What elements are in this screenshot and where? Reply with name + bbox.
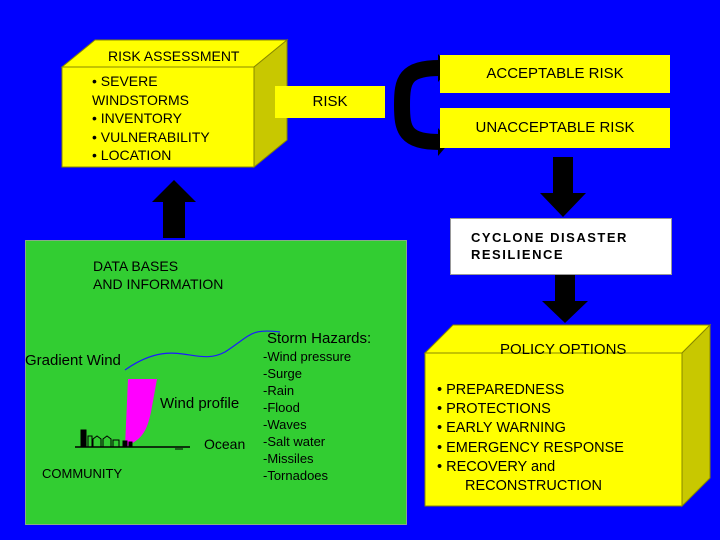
- wind-profile-diagram: [75, 330, 281, 450]
- risk-assessment-list: • SEVERE WINDSTORMS • INVENTORY • VULNER…: [92, 72, 210, 165]
- cyclone-resilience-box: [450, 218, 672, 275]
- community-label: COMMUNITY: [42, 466, 123, 481]
- storm-item: -Wind pressure: [263, 349, 352, 364]
- policy-item: • PROTECTIONS: [437, 401, 551, 418]
- policy-item: • PREPAREDNESS: [437, 382, 565, 398]
- wind-profile-label: Wind profile: [160, 395, 240, 412]
- down-arrow-icon: [542, 275, 588, 323]
- community-buildings-icon: [80, 429, 133, 448]
- gradient-wind-label: Gradient Wind: [25, 352, 121, 369]
- data-bases-title: DATA BASES AND INFORMATION: [93, 257, 223, 293]
- risk-assessment-title: RISK ASSESSMENT: [108, 48, 240, 64]
- policy-options-list: • PREPAREDNESS • PROTECTIONS • EARLY WAR…: [437, 381, 624, 496]
- cdr-line: RESILIENCE: [471, 247, 565, 262]
- cyclone-resilience-text: CYCLONE DISASTER RESILIENCE: [471, 229, 628, 263]
- data-bases-panel: [25, 240, 407, 525]
- storm-item: -Waves: [263, 417, 307, 432]
- policy-item: RECONSTRUCTION: [465, 478, 602, 495]
- ocean-label: Ocean: [204, 436, 246, 452]
- storm-item: -Salt water: [263, 434, 326, 449]
- policy-item: • RECOVERY and: [437, 458, 556, 475]
- storm-hazards-list: -Wind pressure -Surge -Rain -Flood -Wave…: [263, 348, 351, 484]
- ra-item: • INVENTORY: [92, 110, 182, 126]
- storm-item: -Surge: [263, 366, 303, 381]
- ra-item: • VULNERABILITY: [92, 128, 210, 145]
- acceptable-risk-box: ACCEPTABLE RISK: [440, 55, 670, 93]
- ra-item: • LOCATION: [92, 147, 172, 163]
- db-title-line: DATA BASES: [93, 258, 179, 274]
- ra-item: WINDSTORMS: [92, 91, 189, 108]
- storm-item: -Flood: [263, 400, 300, 415]
- policy-options-title: POLICY OPTIONS: [500, 341, 627, 358]
- storm-item: -Tornadoes: [263, 468, 329, 483]
- policy-item: • EARLY WARNING: [437, 420, 566, 437]
- up-arrow-icon: [152, 180, 196, 238]
- risk-box: RISK: [275, 86, 385, 118]
- policy-item: • EMERGENCY RESPONSE: [437, 439, 624, 456]
- storm-item: -Rain: [263, 383, 295, 398]
- unacceptable-risk-box: UNACCEPTABLE RISK: [440, 108, 670, 148]
- storm-item: -Missiles: [263, 451, 314, 466]
- cdr-line: CYCLONE DISASTER: [471, 230, 628, 245]
- down-arrow-icon: [540, 157, 586, 217]
- db-title-line: AND INFORMATION: [93, 276, 224, 292]
- storm-hazards-title: Storm Hazards:: [267, 330, 372, 347]
- ra-item: • SEVERE: [92, 73, 158, 89]
